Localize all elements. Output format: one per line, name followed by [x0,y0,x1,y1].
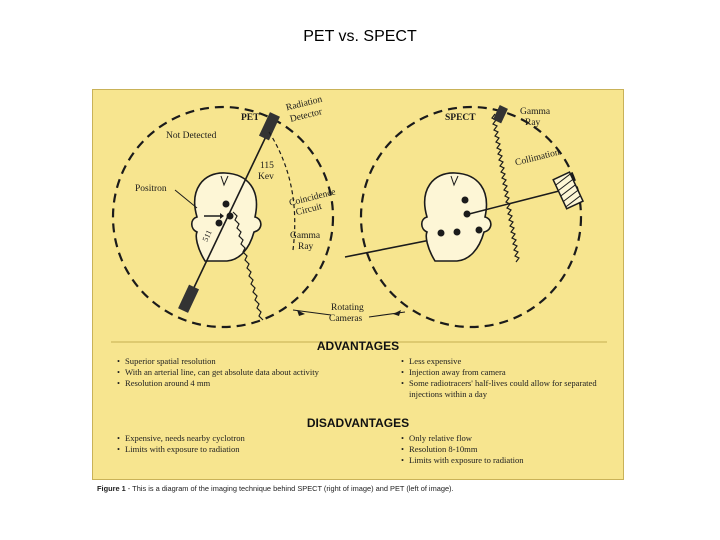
slide-title: PET vs. SPECT [303,28,417,45]
caption-label: Figure 1 [97,484,126,493]
list-item: Expensive, needs nearby cyclotron [117,433,322,444]
spect-advantages-list: Less expensive Injection away from camer… [401,356,606,400]
list-item: With an arterial line, can get absolute … [117,367,322,378]
spect-disadvantages-list: Only relative flow Resolution 8-10mm Lim… [401,433,606,466]
list-item: Only relative flow [401,433,606,444]
list-item: Superior spatial resolution [117,356,322,367]
cameras-label: Cameras [329,314,363,324]
pet-detector-top [258,112,280,141]
spect-gamma-wave [491,113,520,263]
ray-mid-label: Ray [298,242,314,252]
diagram-drawing [111,105,607,343]
pet-spect-figure: PET Not Detected Radiation Detector 115 … [92,89,624,493]
pet-scanner-ring [111,105,335,329]
pet-advantages-list: Superior spatial resolution With an arte… [117,356,322,389]
caption-text: - This is a diagram of the imaging techn… [125,484,454,493]
gamma-mid-label: Gamma [290,231,321,241]
disadvantages-heading: DISADVANTAGES [306,416,410,430]
kev-115-label: 115 [260,161,274,171]
spect-label: SPECT [445,113,476,123]
pet-disadvantages-list: Expensive, needs nearby cyclotron Limits… [117,433,322,455]
list-item: Less expensive [401,356,606,367]
list-item: Resolution around 4 mm [117,378,322,389]
advantages-heading: ADVANTAGES [316,339,400,353]
not-detected-label: Not Detected [166,131,217,141]
spect-collimator [552,171,585,210]
gamma-top-label: Gamma [520,107,551,117]
pet-detector-bottom [178,284,200,313]
list-item: Injection away from camera [401,367,606,378]
spect-head-icon [420,172,492,262]
rotating-label: Rotating [331,303,364,313]
ray-top-label: Ray [525,118,541,128]
pet-label: PET [241,113,260,123]
pet-head-icon [190,172,262,262]
list-item: Some radiotracers' half-lives could allo… [401,378,606,400]
list-item: Limits with exposure to radiation [401,455,606,466]
spect-detector-top [492,105,508,124]
list-item: Resolution 8-10mm [401,444,606,455]
figure-caption: Figure 1 - This is a diagram of the imag… [97,484,697,493]
pet-gamma-wave [232,211,264,321]
positron-label: Positron [135,184,167,194]
list-item: Limits with exposure to radiation [117,444,322,455]
kev-unit-label: Kev [258,172,274,182]
spect-scanner-ring [359,105,583,329]
